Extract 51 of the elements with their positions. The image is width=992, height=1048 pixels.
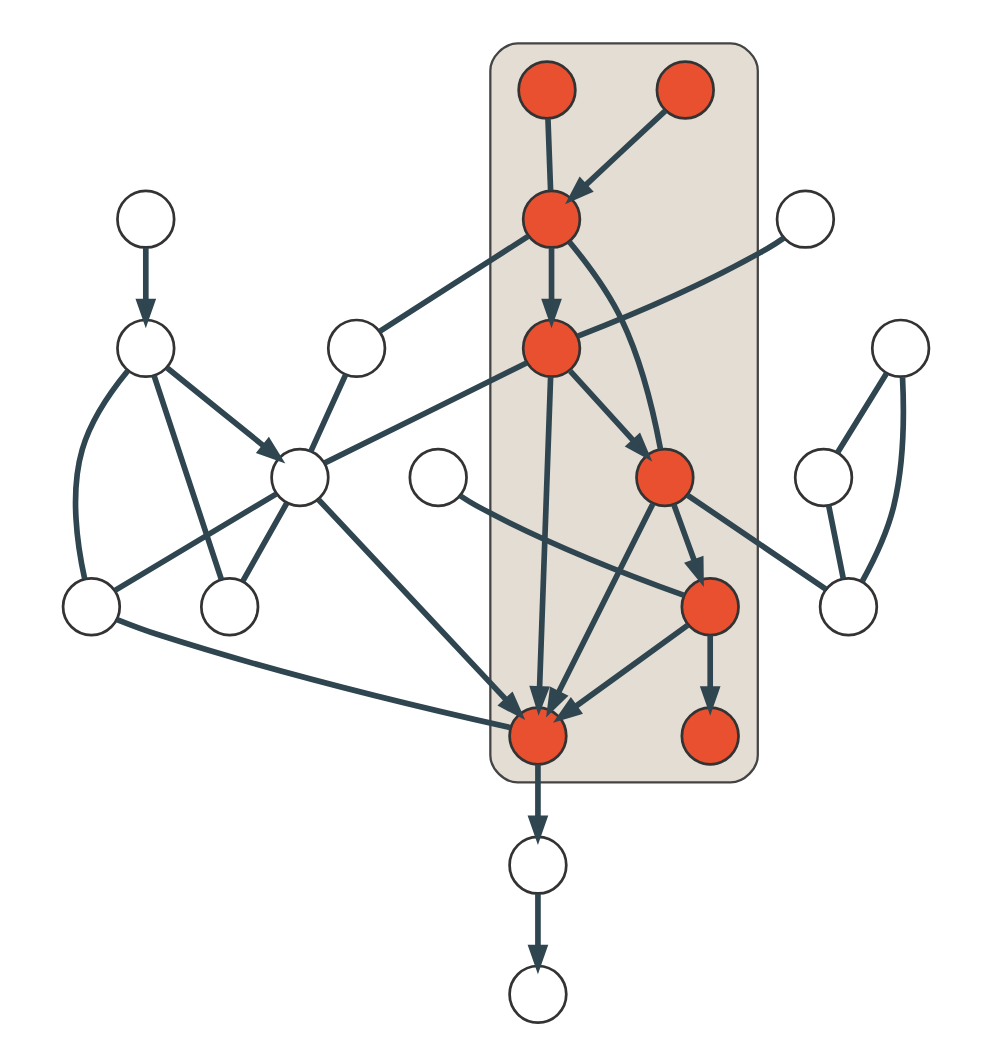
node-circle: [508, 964, 568, 1025]
node-circle: [199, 577, 260, 637]
arrow: [699, 635, 721, 716]
arrow: [552, 623, 690, 723]
node-circle: [116, 318, 176, 379]
node-circle: [508, 835, 568, 895]
connector: [567, 240, 664, 450]
arrow: [529, 376, 554, 716]
node-circle: [521, 189, 582, 249]
connector: [151, 374, 225, 581]
node-circle: [61, 577, 122, 637]
connector: [825, 505, 847, 580]
node-circle: [508, 706, 568, 766]
connector: [378, 233, 530, 334]
arrow: [565, 108, 668, 205]
connector: [72, 368, 131, 580]
connector: [113, 491, 278, 593]
connector: [323, 360, 528, 466]
arrow: [316, 497, 526, 721]
node-circle: [517, 60, 577, 120]
node-circle: [870, 318, 931, 379]
node-circle: [818, 577, 879, 637]
arrow: [527, 764, 549, 846]
node-circle: [270, 447, 330, 508]
arrow: [165, 365, 286, 464]
arrow: [671, 503, 704, 588]
connector: [576, 235, 786, 339]
connector: [459, 493, 686, 599]
node-circle: [793, 447, 854, 508]
node-circle: [521, 318, 582, 379]
arrow: [527, 893, 549, 975]
arrow: [568, 369, 653, 462]
node-circle: [635, 447, 695, 508]
node-circle: [326, 318, 387, 379]
node-circle: [775, 189, 836, 249]
connector: [859, 377, 907, 583]
node-circle: [680, 577, 740, 637]
connector: [835, 371, 889, 455]
connector: [545, 118, 554, 191]
connector: [685, 492, 828, 592]
arrow: [546, 502, 656, 718]
node-circle: [680, 706, 740, 766]
node-circle: [116, 189, 176, 249]
connector: [115, 616, 511, 731]
arrow: [135, 247, 157, 329]
node-circle: [655, 60, 715, 120]
connector: [240, 501, 290, 583]
node-circle: [408, 447, 468, 508]
arrow: [541, 247, 562, 329]
connector: [308, 373, 349, 453]
cluster: [489, 42, 759, 784]
